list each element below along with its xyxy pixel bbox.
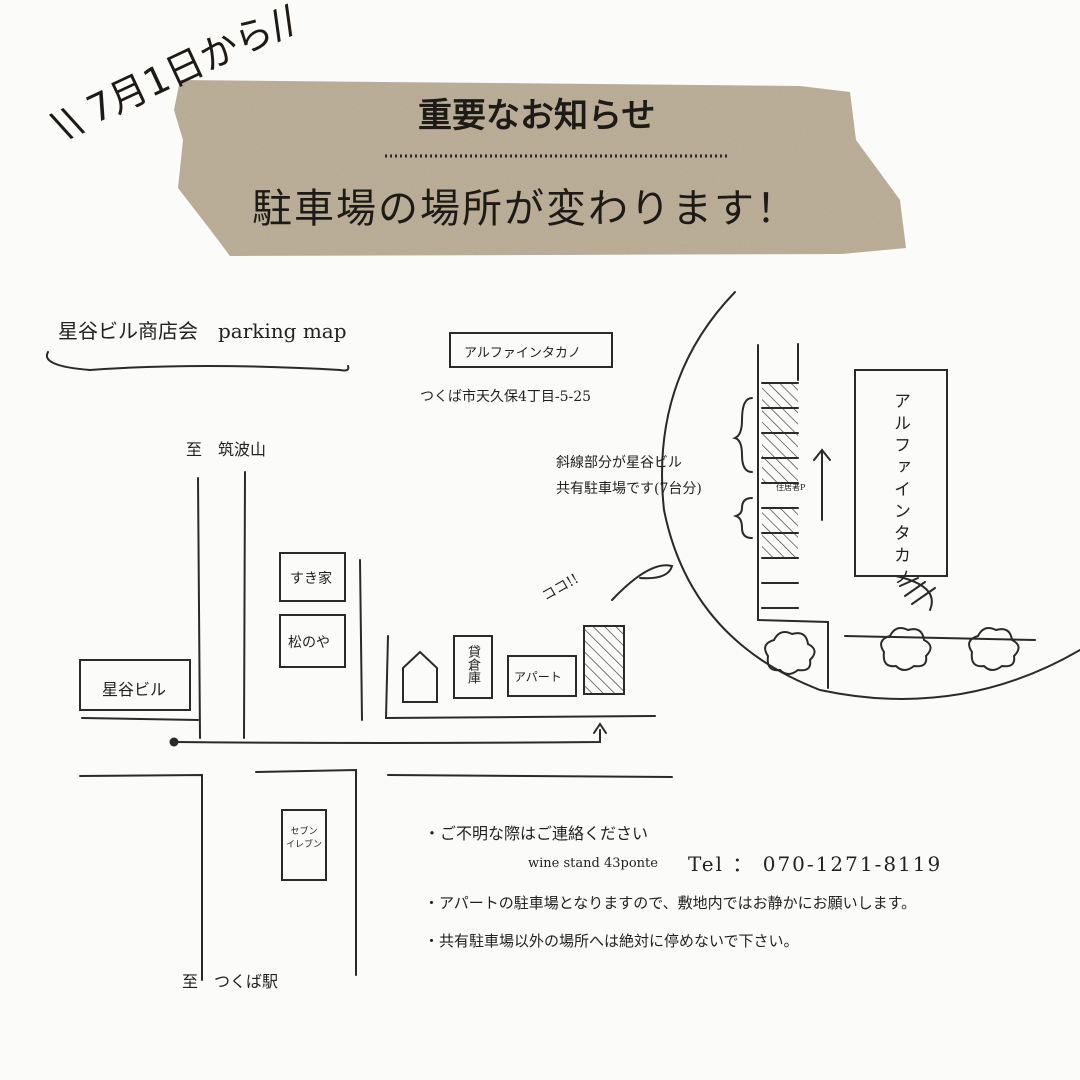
hoshiya-building-box bbox=[79, 659, 191, 711]
north-destination-label: 至 筑波山 bbox=[186, 440, 267, 459]
tree-icon bbox=[880, 627, 932, 671]
hatched-note-line1: 斜線部分が星谷ビル bbox=[556, 455, 682, 471]
contact-note: ・ご不明な際はご連絡ください bbox=[424, 824, 649, 843]
house-shape bbox=[402, 650, 438, 703]
sukiya-box bbox=[279, 552, 346, 602]
hoshiya-building-label: 星谷ビル bbox=[102, 680, 167, 699]
route-arrow-head bbox=[593, 722, 607, 734]
hatched-stalls-upper bbox=[762, 383, 798, 483]
hatched-note-line2: 共有駐車場です(7台分) bbox=[556, 481, 702, 497]
seven-eleven-box bbox=[281, 809, 327, 881]
tree-icon bbox=[764, 631, 816, 675]
road-line bbox=[387, 774, 673, 778]
road-line bbox=[79, 773, 203, 981]
hatched-stalls-lower bbox=[762, 508, 798, 558]
warehouse-box bbox=[453, 635, 493, 699]
apartment-note: ・アパートの駐車場となりますので、敷地内ではお静かにお願いします。 bbox=[424, 894, 917, 912]
warehouse-label: 貸倉庫 bbox=[465, 645, 480, 684]
zoom-circle bbox=[661, 291, 1080, 700]
apartment-box bbox=[507, 655, 577, 697]
alfine-address: つくば市天久保4丁目-5-25 bbox=[420, 389, 592, 405]
route-arrow-line bbox=[175, 729, 601, 744]
alfine-building-box bbox=[854, 369, 948, 577]
road-line bbox=[197, 477, 201, 739]
resident-parking-label: 住居者P bbox=[776, 483, 806, 492]
stair-arc bbox=[895, 575, 936, 611]
masking-tape bbox=[174, 80, 906, 256]
map-title: 星谷ビル商店会 parking map bbox=[58, 319, 347, 343]
sukiya-label: すき家 bbox=[290, 571, 332, 587]
koko-curve bbox=[611, 564, 674, 601]
street-line bbox=[844, 635, 1036, 641]
tree-icon bbox=[968, 627, 1020, 671]
seven-eleven-label: セブン イレブン bbox=[286, 827, 323, 850]
road-line bbox=[81, 717, 199, 721]
alfine-sign-label: アルファインタカノ bbox=[464, 346, 581, 361]
notice-heading: 重要なお知らせ bbox=[418, 96, 656, 136]
road-line bbox=[359, 559, 363, 721]
alfine-sign-box bbox=[449, 332, 613, 368]
apartment-label: アパート bbox=[514, 670, 562, 684]
brace-upper bbox=[732, 397, 753, 473]
road-line bbox=[384, 635, 656, 720]
hatched-lot-small bbox=[583, 625, 625, 695]
resident-arrow bbox=[813, 448, 831, 521]
brace-lower bbox=[732, 497, 753, 539]
alfine-building-label: アルファインタカノ bbox=[890, 392, 910, 590]
matsunoya-box bbox=[279, 614, 346, 668]
south-destination-label: 至 つくば駅 bbox=[182, 972, 279, 991]
route-start-dot bbox=[169, 737, 179, 747]
shop-name: wine stand 43ponte bbox=[528, 856, 658, 871]
title-underline bbox=[45, 351, 350, 372]
phone-number: Tel ： 070-1271-8119 bbox=[688, 852, 943, 876]
road-line bbox=[255, 768, 357, 976]
lot-outline bbox=[757, 344, 829, 689]
road-line bbox=[243, 471, 246, 739]
notice-title: 駐車場の場所が変わります！ bbox=[252, 186, 798, 232]
no-parking-note: ・共有駐車場以外の場所へは絶対に停めないで下さい。 bbox=[424, 932, 799, 950]
matsunoya-label: 松のや bbox=[288, 635, 330, 651]
